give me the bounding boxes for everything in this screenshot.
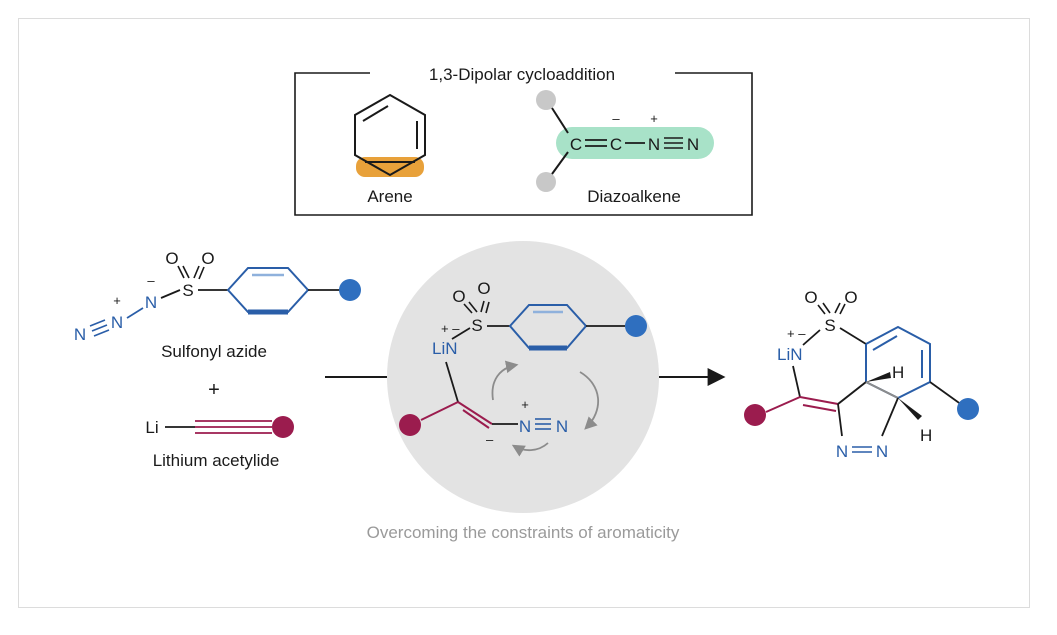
substituent-dot-bottom xyxy=(536,172,556,192)
product-structure: + – LiN S O O H H N xyxy=(744,288,979,461)
product-oxygen-1: O xyxy=(804,288,817,307)
azide-n-central: N xyxy=(111,313,123,332)
lithium-acetylide-label: Lithium acetylide xyxy=(153,451,280,470)
arene-label: Arene xyxy=(367,187,412,206)
intermediate-charges: + – xyxy=(441,321,460,336)
azide-plus: + xyxy=(113,293,121,308)
azide-n-terminal: N xyxy=(74,325,86,344)
azide-sulfur: S xyxy=(182,281,193,300)
intermediate-n2: N xyxy=(556,417,568,436)
diazo-plus: + xyxy=(650,111,658,126)
diazoalkene-structure: C C – N + N Diazoalkene xyxy=(536,90,714,206)
product-h2: H xyxy=(920,426,932,445)
substituent-dot-top xyxy=(536,90,556,110)
azide-oxygen-2: O xyxy=(201,249,214,268)
figure-caption: Overcoming the constraints of aromaticit… xyxy=(367,523,680,542)
curved-arrow-2 xyxy=(579,371,600,430)
azide-minus: – xyxy=(147,273,155,288)
acetylide-substituent-dot xyxy=(272,416,294,438)
diazo-n2: N xyxy=(687,135,699,154)
plus-sign: + xyxy=(208,379,220,401)
arene-structure: Arene xyxy=(354,93,426,206)
intermediate-aryl-substituent-dot xyxy=(625,315,647,337)
box-outline xyxy=(294,72,753,216)
intermediate-lin: LiN xyxy=(432,339,458,358)
dipolar-cycloaddition-box: 1,3-Dipolar cycloaddition Arene C C – N … xyxy=(294,65,753,216)
intermediate-minus: – xyxy=(486,432,494,447)
intermediate-sulfur: S xyxy=(471,316,482,335)
azide-n-sulfonyl: N xyxy=(145,293,157,312)
product-charges: + – xyxy=(787,326,806,341)
diazo-c2: C xyxy=(610,135,622,154)
diazo-minus: – xyxy=(612,111,620,126)
product-alkyne-substituent-dot xyxy=(744,404,766,426)
intermediate-plus: + xyxy=(521,397,529,412)
product-sulfur: S xyxy=(824,316,835,335)
product-h1: H xyxy=(892,363,904,382)
diazo-c1: C xyxy=(570,135,582,154)
sulfonyl-azide: N N + N – S O O Sulfonyl azide xyxy=(74,249,361,361)
curved-arrow-1 xyxy=(491,360,519,401)
diazoalkene-label: Diazoalkene xyxy=(587,187,681,206)
product-lin: LiN xyxy=(777,345,803,364)
acetylide-li: Li xyxy=(145,418,158,437)
intermediate-oxygen-1: O xyxy=(452,287,465,306)
curved-arrow-3 xyxy=(511,442,549,457)
intermediate-n1: N xyxy=(519,417,531,436)
box-title: 1,3-Dipolar cycloaddition xyxy=(429,65,615,84)
azide-oxygen-1: O xyxy=(165,249,178,268)
sulfonyl-azide-label: Sulfonyl azide xyxy=(161,342,267,361)
intermediate-oxygen-2: O xyxy=(477,279,490,298)
product-aryl-substituent-dot xyxy=(957,398,979,420)
azide-aryl-substituent-dot xyxy=(339,279,361,301)
intermediate-structure: + – LiN S O O – N + N xyxy=(399,279,647,457)
intermediate-background-circle xyxy=(387,241,659,513)
product-n1: N xyxy=(836,442,848,461)
arene-ring xyxy=(354,93,426,177)
intermediate-alkyne-substituent-dot xyxy=(399,414,421,436)
product-n2: N xyxy=(876,442,888,461)
product-oxygen-2: O xyxy=(844,288,857,307)
diazo-n1: N xyxy=(648,135,660,154)
lithium-acetylide: Li Lithium acetylide xyxy=(145,416,294,470)
